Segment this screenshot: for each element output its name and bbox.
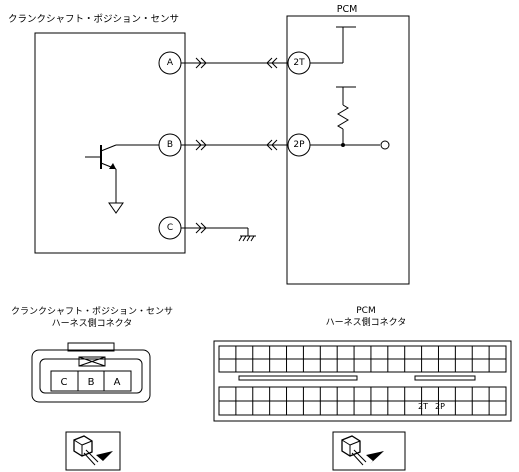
wire-b-2p bbox=[181, 139, 288, 151]
sensor-box bbox=[34, 32, 186, 254]
pcm-connector-title-1: PCM bbox=[356, 306, 375, 316]
pcm-title: PCM bbox=[337, 4, 358, 15]
sensor-title: クランクシャフト・ポジション・センサ bbox=[8, 14, 179, 25]
pcm-input-terminal bbox=[380, 140, 390, 150]
pcm-pin-2t-label: 2T bbox=[293, 58, 305, 68]
pcm-connector-face bbox=[213, 340, 512, 422]
sensor-connector-face bbox=[31, 342, 151, 403]
sensor-view-direction-icon bbox=[65, 431, 121, 471]
wire-a-2t bbox=[181, 57, 288, 69]
sensor-connector-pin-c: C bbox=[61, 377, 68, 388]
sensor-pin-b-label: B bbox=[167, 140, 173, 150]
pcm-connector-title-2: ハーネス側コネクタ bbox=[326, 316, 407, 328]
junction-dot bbox=[341, 143, 345, 147]
sensor-connector-pin-a: A bbox=[114, 377, 121, 388]
pcm-connector-pin-2t: 2T bbox=[418, 402, 428, 411]
sensor-ground-symbol bbox=[108, 202, 124, 214]
pcm-2t-internal bbox=[310, 26, 356, 64]
pcm-box bbox=[286, 15, 410, 285]
sensor-pin-c-label: C bbox=[167, 223, 173, 233]
pcm-view-direction-icon bbox=[332, 431, 406, 471]
transistor-symbol bbox=[85, 144, 159, 214]
pull-up-resistor bbox=[337, 104, 349, 130]
pcm-pin-2p-label: 2P bbox=[293, 140, 305, 150]
wire-c-ground bbox=[181, 222, 256, 242]
sensor-pin-a-label: A bbox=[167, 58, 174, 68]
sensor-connector-pin-b: B bbox=[88, 377, 95, 388]
pcm-2p-internal bbox=[310, 86, 390, 150]
sensor-connector-title-1: クランクシャフト・ポジション・センサ bbox=[11, 306, 173, 317]
sensor-connector-title-2: ハーネス側コネクタ bbox=[52, 317, 133, 329]
pcm-connector-pin-2p: 2P bbox=[435, 402, 445, 411]
